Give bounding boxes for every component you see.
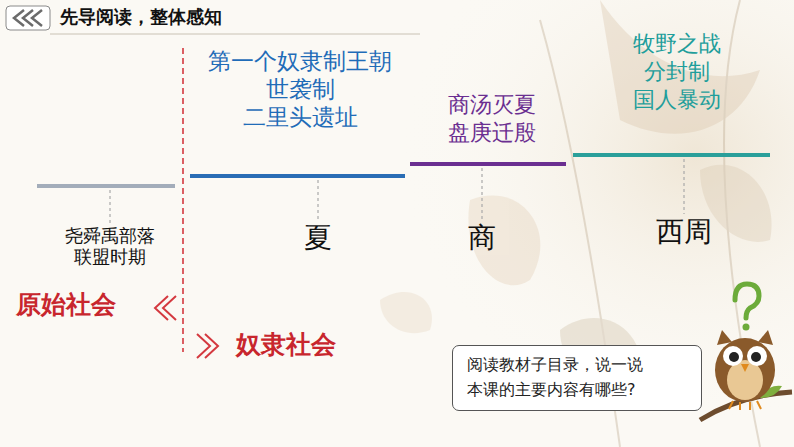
event-text: 第一个奴隶制王朝 [208, 48, 392, 74]
timeline-segment [190, 174, 405, 178]
prompt-text: 阅读教材子目录，说一说 本课的主要内容有哪些? [467, 353, 657, 403]
owl-icon [700, 284, 792, 420]
timeline-segment [410, 162, 566, 166]
timeline-segment [573, 153, 770, 157]
timeline-segment [37, 184, 175, 188]
header-icon [6, 6, 50, 30]
event-text: 二里头遗址 [243, 104, 358, 130]
dynasty-label: 夏 [304, 222, 332, 254]
dynasty-label: 商 [468, 222, 496, 254]
era-label: 奴隶社会 [236, 331, 336, 360]
header-rule [50, 34, 420, 35]
right-chevron [197, 334, 218, 358]
event-text: 国人暴动 [633, 87, 721, 112]
flower-painting [380, 0, 772, 447]
era-label: 原始社会 [16, 291, 116, 320]
period-label: 尧舜禹部落 联盟时期 [60, 226, 160, 267]
event-text: 世袭制 [266, 76, 335, 102]
event-text: 牧野之战 [633, 31, 721, 56]
dynasty-label: 西周 [656, 216, 712, 248]
era-divider [182, 48, 184, 352]
event-text: 盘庚迁殷 [448, 120, 536, 145]
slide-title: 先导阅读，整体感知 [60, 7, 222, 28]
leader-lines [110, 159, 684, 224]
event-text: 分封制 [644, 59, 710, 84]
left-chevron [155, 296, 176, 320]
prompt-box: 阅读教材子目录，说一说 本课的主要内容有哪些? [452, 345, 702, 411]
event-text: 商汤灭夏 [448, 92, 536, 117]
